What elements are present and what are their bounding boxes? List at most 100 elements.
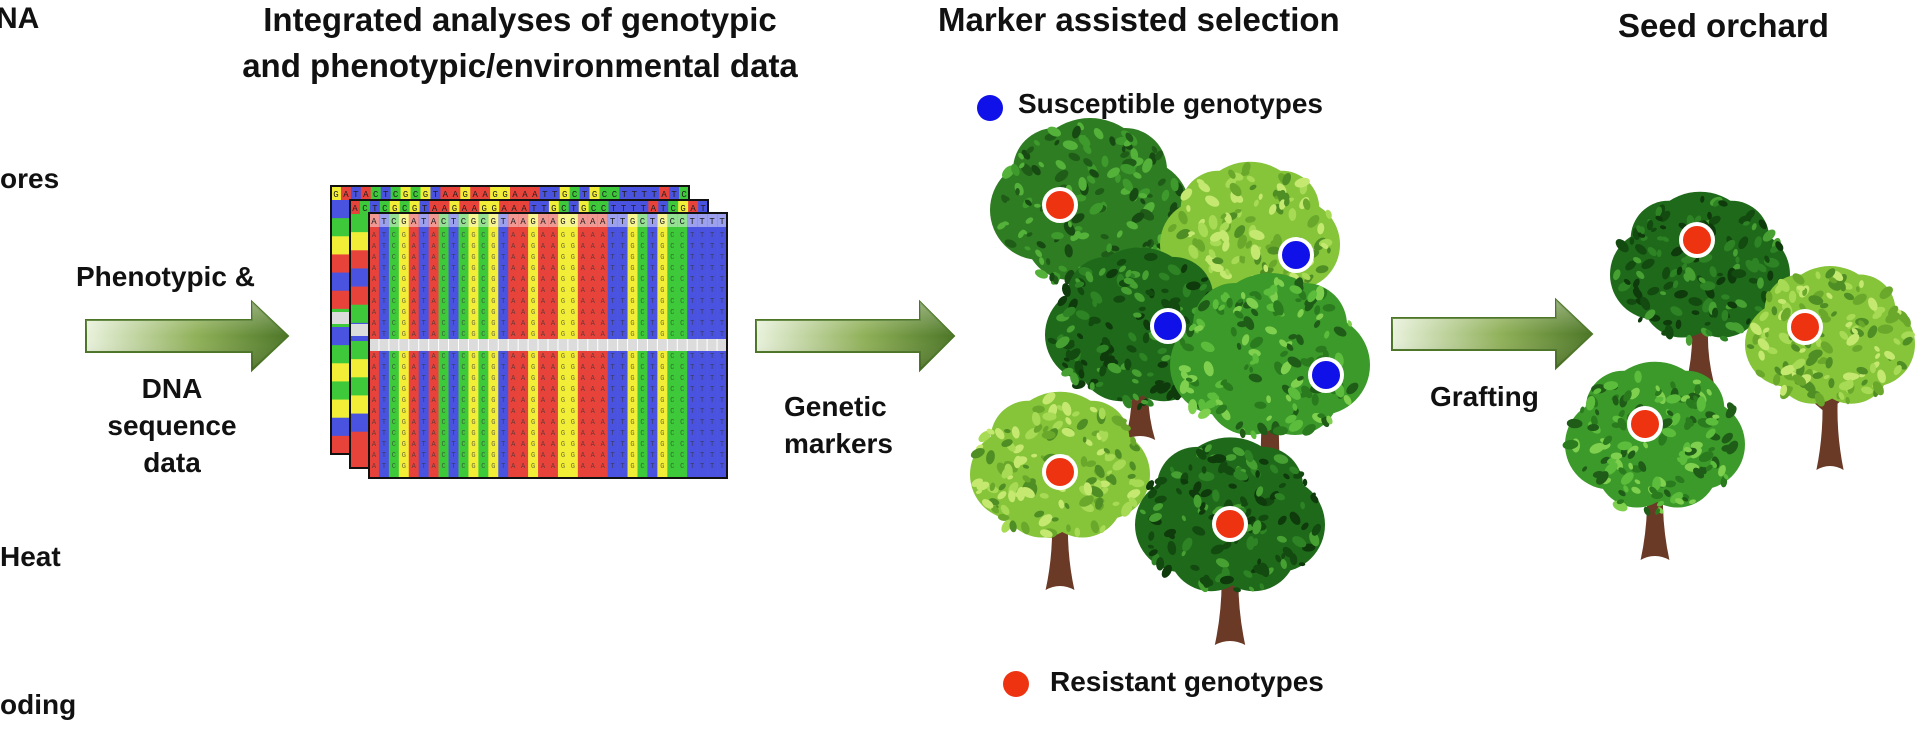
- svg-text:T: T: [690, 408, 694, 416]
- svg-text:G: G: [630, 419, 634, 427]
- svg-text:C: C: [392, 441, 396, 449]
- svg-text:A: A: [511, 397, 516, 405]
- svg-text:A: A: [541, 254, 546, 262]
- svg-text:C: C: [461, 408, 465, 416]
- svg-text:G: G: [630, 309, 634, 317]
- svg-text:T: T: [501, 265, 505, 273]
- dna-label-line1: DNA: [141, 373, 203, 404]
- svg-text:T: T: [611, 309, 615, 317]
- svg-text:T: T: [651, 190, 657, 200]
- svg-text:A: A: [521, 331, 526, 339]
- svg-text:A: A: [541, 419, 546, 427]
- svg-text:T: T: [620, 232, 624, 240]
- svg-text:C: C: [441, 320, 445, 328]
- svg-text:A: A: [591, 408, 596, 416]
- svg-text:T: T: [700, 276, 704, 284]
- svg-text:T: T: [690, 331, 694, 339]
- svg-text:A: A: [581, 298, 586, 306]
- svg-text:G: G: [561, 309, 565, 317]
- svg-text:T: T: [451, 463, 455, 471]
- svg-text:T: T: [720, 419, 724, 427]
- svg-text:C: C: [670, 243, 674, 251]
- svg-text:T: T: [382, 254, 386, 262]
- svg-text:G: G: [630, 217, 635, 227]
- svg-text:G: G: [491, 375, 495, 383]
- svg-text:T: T: [451, 397, 455, 405]
- svg-text:G: G: [491, 276, 495, 284]
- svg-text:A: A: [581, 287, 586, 295]
- svg-text:G: G: [630, 254, 634, 262]
- svg-text:T: T: [720, 254, 724, 262]
- svg-text:A: A: [432, 265, 437, 273]
- svg-text:G: G: [471, 254, 475, 262]
- svg-text:A: A: [601, 298, 606, 306]
- svg-text:G: G: [402, 419, 406, 427]
- svg-text:A: A: [412, 375, 417, 383]
- svg-text:A: A: [591, 375, 596, 383]
- svg-text:G: G: [530, 217, 535, 227]
- svg-text:C: C: [441, 408, 445, 416]
- svg-text:T: T: [710, 287, 714, 295]
- svg-text:C: C: [441, 243, 445, 251]
- svg-text:A: A: [551, 375, 556, 383]
- svg-text:G: G: [491, 232, 495, 240]
- svg-text:C: C: [441, 353, 445, 361]
- svg-text:A: A: [372, 232, 377, 240]
- svg-text:G: G: [491, 265, 495, 273]
- svg-text:G: G: [561, 265, 565, 273]
- svg-text:T: T: [650, 287, 654, 295]
- svg-text:T: T: [710, 452, 714, 460]
- svg-text:C: C: [481, 441, 485, 449]
- svg-text:T: T: [422, 386, 426, 394]
- svg-text:T: T: [501, 287, 505, 295]
- svg-text:G: G: [561, 419, 565, 427]
- svg-text:T: T: [700, 430, 704, 438]
- svg-text:C: C: [680, 298, 684, 306]
- svg-text:T: T: [620, 364, 624, 372]
- svg-text:C: C: [481, 217, 487, 227]
- svg-text:T: T: [650, 265, 654, 273]
- svg-text:T: T: [501, 430, 505, 438]
- tree-mas-6: [1135, 437, 1325, 645]
- svg-text:A: A: [551, 243, 556, 251]
- svg-text:T: T: [720, 430, 724, 438]
- svg-text:A: A: [372, 331, 377, 339]
- svg-text:C: C: [392, 243, 396, 251]
- svg-text:T: T: [382, 298, 386, 306]
- svg-text:C: C: [640, 265, 644, 273]
- svg-text:T: T: [710, 375, 714, 383]
- svg-text:T: T: [650, 276, 654, 284]
- svg-text:C: C: [362, 204, 368, 214]
- svg-text:T: T: [571, 204, 577, 214]
- svg-text:A: A: [551, 298, 556, 306]
- svg-text:G: G: [660, 232, 664, 240]
- svg-text:C: C: [461, 287, 465, 295]
- svg-text:A: A: [551, 309, 556, 317]
- svg-text:A: A: [601, 265, 606, 273]
- svg-text:A: A: [511, 276, 516, 284]
- svg-text:G: G: [571, 276, 575, 284]
- svg-text:A: A: [511, 320, 516, 328]
- svg-text:A: A: [521, 265, 526, 273]
- svg-text:T: T: [501, 309, 505, 317]
- svg-text:A: A: [472, 190, 478, 200]
- svg-text:C: C: [481, 353, 485, 361]
- svg-text:G: G: [531, 408, 535, 416]
- svg-text:T: T: [720, 232, 724, 240]
- svg-text:A: A: [551, 353, 556, 361]
- svg-text:G: G: [660, 452, 664, 460]
- svg-text:T: T: [700, 309, 704, 317]
- svg-text:C: C: [680, 386, 684, 394]
- svg-text:C: C: [640, 309, 644, 317]
- svg-text:T: T: [501, 254, 505, 262]
- svg-text:T: T: [382, 364, 386, 372]
- svg-text:T: T: [719, 217, 725, 227]
- svg-text:T: T: [700, 331, 704, 339]
- svg-text:A: A: [511, 375, 516, 383]
- svg-text:C: C: [382, 204, 388, 214]
- svg-text:G: G: [571, 309, 575, 317]
- svg-text:A: A: [511, 254, 516, 262]
- svg-text:T: T: [451, 419, 455, 427]
- svg-text:C: C: [461, 463, 465, 471]
- svg-text:A: A: [412, 463, 417, 471]
